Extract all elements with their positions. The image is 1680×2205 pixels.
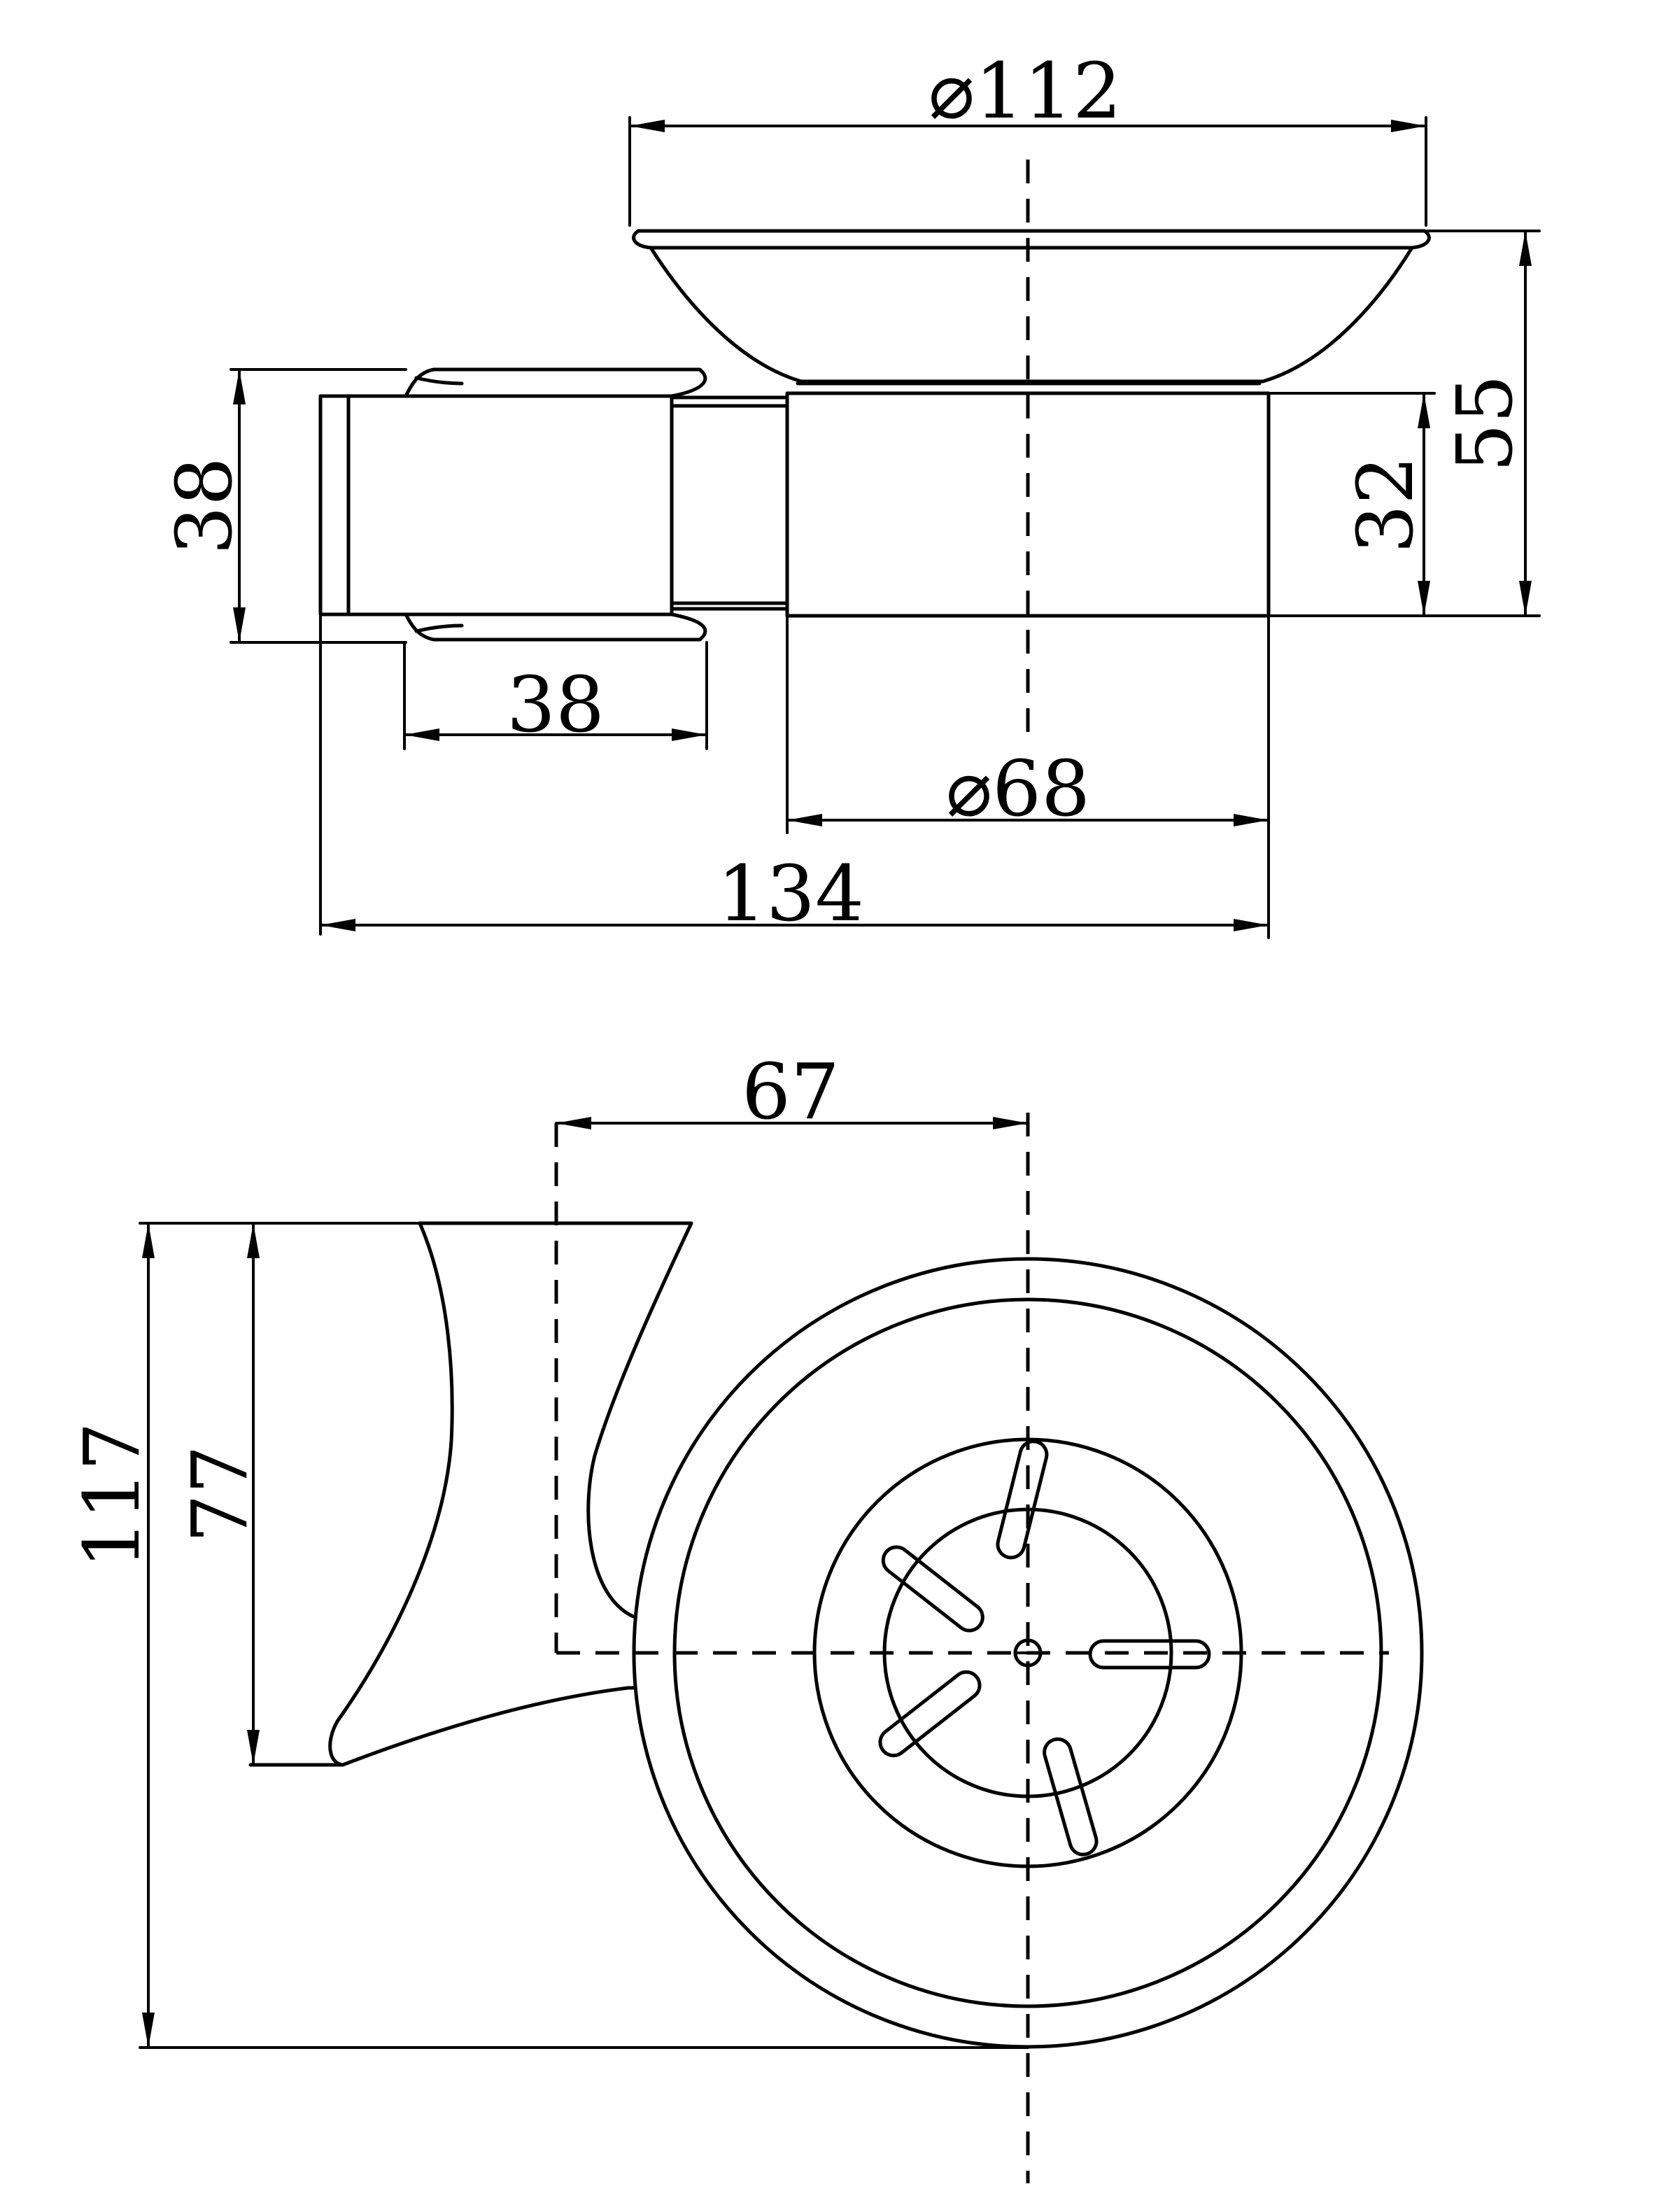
drain-slot: [878, 1670, 982, 1758]
dim-bowl-diameter-label: ⌀112: [929, 46, 1122, 136]
dim-center-offset: 67: [555, 1047, 1029, 1136]
soap-dish-bowl: [632, 229, 1431, 383]
dim-bracket-width-label: 38: [507, 660, 605, 749]
dim-total-height-label: 55: [1440, 374, 1530, 472]
dim-base-height: 32: [1269, 392, 1436, 617]
dim-plan-depth-label: 117: [67, 1422, 157, 1569]
dim-bracket-depth-label: 77: [175, 1445, 264, 1543]
drain-slots: [878, 1439, 1211, 1857]
drain-slot: [1088, 1639, 1211, 1670]
dim-base-diameter-label: ⌀68: [946, 744, 1090, 833]
side-elevation-view: ⌀112 55 32 38: [160, 46, 1541, 939]
drain-slot: [1043, 1737, 1099, 1857]
dim-plan-depth: 117: [67, 1222, 1029, 2049]
plan-wall-bracket: [248, 1221, 693, 1767]
dim-bracket-width: 38: [403, 641, 708, 750]
plan-view: 67 117 77: [67, 1047, 1424, 2183]
dim-base-diameter: ⌀68: [786, 614, 1270, 939]
dim-total-length-label: 134: [717, 849, 864, 938]
dim-total-length: 134: [319, 614, 1270, 938]
dim-base-height-label: 32: [1341, 456, 1430, 554]
dim-bracket-height-label: 38: [160, 457, 249, 555]
wall-bracket: [318, 367, 789, 642]
drain-slot: [996, 1439, 1049, 1560]
dim-bracket-height: 38: [160, 368, 407, 644]
dim-total-height: 55: [1269, 230, 1541, 617]
dim-bracket-depth: 77: [175, 1222, 264, 1766]
drain-slot: [881, 1545, 984, 1633]
dim-center-offset-label: 67: [742, 1047, 840, 1136]
dim-bowl-diameter: ⌀112: [628, 46, 1427, 227]
